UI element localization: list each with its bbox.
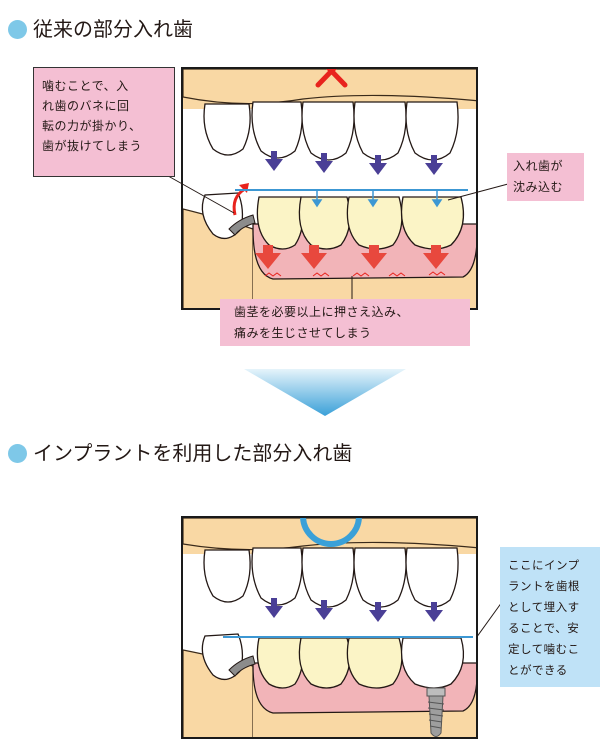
callout-bite-rotation: 噛むことで、入 れ歯のバネに回 転の力が掛かり、 歯が抜けてしまう <box>33 67 175 177</box>
callout-text-line: ラントを歯根 <box>508 579 580 593</box>
pressure-arrow-2 <box>301 245 327 269</box>
callout-denture-sinks: 入れ歯が 沈み込む <box>507 153 584 201</box>
upper-teeth <box>203 547 459 608</box>
upper-tooth-5 <box>405 547 459 608</box>
upper-tooth-1 <box>203 549 251 603</box>
lower-denture-teeth <box>256 637 403 689</box>
callout-gum-pressure: 歯茎を必要以上に押さえ込み、 痛みを生じさせてしまう <box>220 299 470 346</box>
bullet-dot-icon <box>8 20 27 39</box>
section-title-implant: インプラントを利用した部分入れ歯 <box>8 441 352 465</box>
upper-tooth-2 <box>251 547 303 606</box>
upper-tooth-3 <box>301 101 355 161</box>
callout-text-line: とができる <box>508 663 568 677</box>
callout-text-line: 噛むことで、入 <box>42 79 129 93</box>
callout-text-line: 歯が抜けてしまう <box>42 139 143 153</box>
bite-arrow-3 <box>369 155 387 175</box>
section-title-text: 従来の部分入れ歯 <box>33 17 193 41</box>
upper-tooth-4 <box>353 547 407 608</box>
upper-tooth-3 <box>301 547 355 608</box>
callout-text-line: 痛みを生じさせてしまう <box>234 326 372 340</box>
bite-arrow-2 <box>315 600 333 620</box>
lower-tooth-4 <box>400 196 465 250</box>
bullet-dot-icon <box>8 444 27 463</box>
lower-tooth-3 <box>346 637 403 689</box>
upper-tooth-5 <box>405 101 459 161</box>
pressure-arrow-1 <box>255 245 281 269</box>
upper-teeth <box>203 101 459 161</box>
upper-gum-line <box>183 69 476 105</box>
upper-tooth-4 <box>353 101 407 161</box>
bite-force-arrows <box>265 598 443 622</box>
lower-tooth-2 <box>298 196 351 250</box>
pressure-arrow-3 <box>361 245 387 269</box>
gum-pressure-arrows <box>255 245 449 269</box>
bite-arrow-4 <box>425 155 443 175</box>
conventional-denture-illustration <box>181 67 478 310</box>
bite-arrow-1 <box>265 151 283 171</box>
callout-text-line: 沈み込む <box>513 180 564 194</box>
upper-tooth-2 <box>251 101 303 159</box>
conventional-denture-drawing <box>183 69 476 308</box>
lower-denture-teeth <box>256 196 465 250</box>
bite-arrow-1 <box>265 598 283 618</box>
clasp-spring-icon <box>228 655 256 677</box>
implant-crown-tooth <box>400 637 465 689</box>
callout-text-line: 定して噛むこ <box>508 642 580 656</box>
callout-implant-root: ここにインプ ラントを歯根 として埋入す ることで、安 定して噛むこ とができる <box>500 547 600 687</box>
bite-arrow-2 <box>315 153 333 173</box>
callout-text-line: 転の力が掛かり、 <box>42 119 142 133</box>
callout-text-line: ることで、安 <box>508 621 580 635</box>
pain-zigzag-marks <box>264 271 446 277</box>
implant-denture-drawing <box>183 518 476 737</box>
bite-arrow-4 <box>425 602 443 622</box>
callout-text-line: 入れ歯が <box>513 159 564 173</box>
callout-text-line: として埋入す <box>508 600 580 614</box>
section-title-text: インプラントを利用した部分入れ歯 <box>33 441 353 465</box>
bite-arrow-3 <box>369 602 387 622</box>
implant-denture-illustration <box>181 516 478 739</box>
pressure-arrow-4 <box>423 245 449 269</box>
callout-text-line: 歯茎を必要以上に押さえ込み、 <box>234 305 410 319</box>
sink-arrows <box>311 190 443 208</box>
implant-fixture-icon <box>426 687 446 737</box>
cross-mark-icon <box>315 69 348 88</box>
section-title-conventional: 従来の部分入れ歯 <box>8 17 193 41</box>
clasp-spring-icon <box>228 214 256 236</box>
upper-tooth-1 <box>203 103 251 156</box>
callout-text-line: ここにインプ <box>508 558 580 572</box>
callout-text-line: れ歯のバネに回 <box>42 99 130 113</box>
bite-force-arrows <box>265 151 443 175</box>
circle-mark-icon <box>300 518 362 547</box>
